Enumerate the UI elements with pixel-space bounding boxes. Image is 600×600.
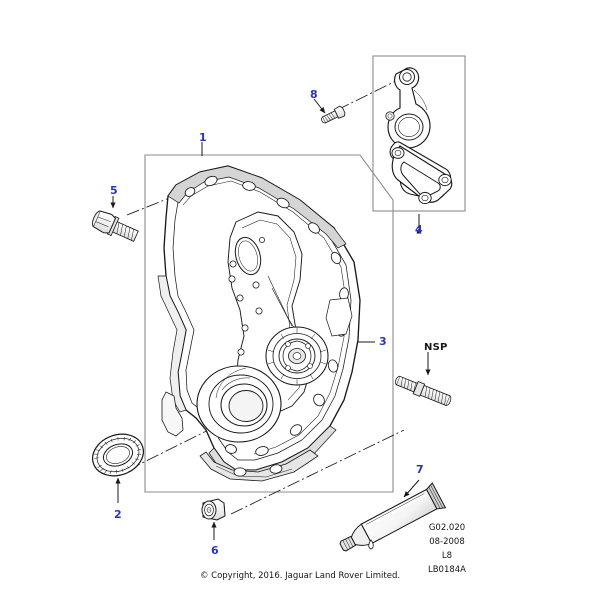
leader-lines bbox=[110, 98, 431, 540]
crank-bore bbox=[196, 365, 282, 443]
drain-plug bbox=[201, 498, 226, 521]
flange-bolt bbox=[92, 210, 139, 242]
sealant-drip bbox=[368, 539, 374, 550]
meta-group-code: G02.020 bbox=[428, 523, 466, 533]
crankshaft-oil-seal bbox=[92, 433, 144, 477]
gasket-set-inset bbox=[385, 67, 453, 205]
main-group-frame bbox=[144, 154, 394, 493]
meta-date: 08-2008 bbox=[429, 537, 465, 547]
stud-bolt-nsp bbox=[395, 375, 452, 407]
drawing-meta-block: G02.020 08-2008 L8 LB0184A bbox=[404, 521, 490, 577]
dowel-bolt bbox=[321, 105, 346, 124]
front-cover-assembly bbox=[157, 165, 361, 482]
meta-model: L8 bbox=[441, 551, 453, 561]
oil-pump-rotor bbox=[265, 326, 329, 386]
inset-group-frame bbox=[372, 55, 466, 212]
meta-drawing-number: LB0184A bbox=[427, 565, 466, 575]
sealant-tube bbox=[339, 482, 447, 552]
copyright-notice: © Copyright, 2016. Jaguar Land Rover Lim… bbox=[199, 571, 401, 581]
